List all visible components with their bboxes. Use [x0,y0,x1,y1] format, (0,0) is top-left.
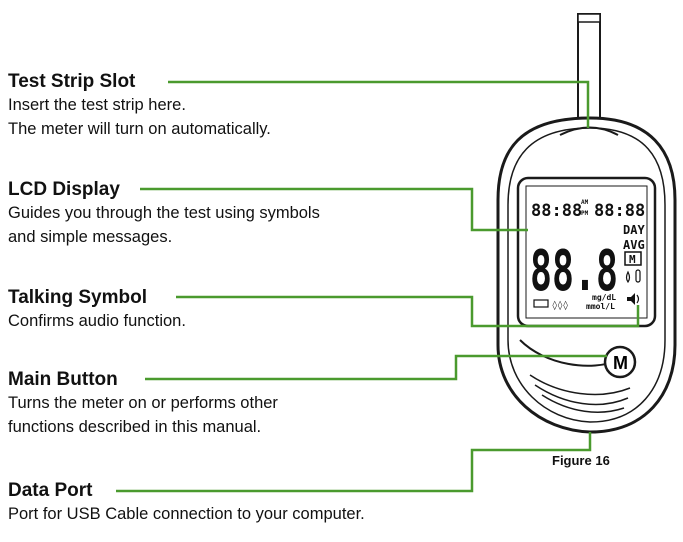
callout-desc-line: The meter will turn on automatically. [8,120,271,138]
callout-title: Main Button [8,369,118,390]
lcd-pm: PM [581,210,589,217]
speaker-icon [627,293,635,305]
lcd-am: AM [581,199,589,206]
lcd-main-digits: 88.8 [530,239,618,304]
lcd-time-left: 88:88 [531,201,582,221]
blood-drop-icon [625,270,631,284]
callout-desc-line: Guides you through the test using symbol… [8,204,320,222]
callout-talking-symbol: Talking Symbol Confirms audio function. [8,287,186,333]
callout-title: Test Strip Slot [8,71,136,92]
callout-main-button: Main Button Turns the meter on or perfor… [8,369,278,439]
main-button[interactable]: M [603,345,637,379]
callout-description: Port for USB Cable connection to your co… [8,502,365,526]
callout-desc-line: Port for USB Cable connection to your co… [8,505,365,523]
lcd-memory: M [629,253,636,266]
callout-title: LCD Display [8,179,120,200]
lcd-time-right: 88:88 [594,201,645,221]
lcd-units-mg: mg/dL [592,293,616,302]
callout-title: Data Port [8,480,93,501]
lcd-text: 88:88 AM PM 88:88 88.8 DAY AVG M ◊◊◊ mg/… [530,199,645,311]
callout-data-port: Data Port Port for USB Cable connection … [8,480,365,526]
callout-desc-line: Turns the meter on or performs other [8,394,278,412]
callout-desc-line: and simple messages. [8,228,173,246]
callout-title: Talking Symbol [8,287,148,308]
drops-icon: ◊◊◊ [552,300,568,311]
leader-lines [116,80,640,493]
callout-desc-line: functions described in this manual. [8,418,262,436]
lcd-avg: AVG [623,238,645,252]
callout-desc-line: Insert the test strip here. [8,96,186,114]
thermometer-icon [635,269,641,283]
callout-description: Turns the meter on or performs other fun… [8,391,278,439]
battery-icon [533,299,549,308]
callout-description: Confirms audio function. [8,309,186,333]
callout-lcd-display: LCD Display Guides you through the test … [8,179,320,249]
figure-label: Figure 16 [552,453,610,468]
callout-description: Insert the test strip here. The meter wi… [8,93,271,141]
lcd-day: DAY [623,223,645,237]
main-button-label: M [613,353,628,373]
callout-description: Guides you through the test using symbol… [8,201,320,249]
lcd-units-mmol: mmol/L [586,302,615,311]
callout-desc-line: Confirms audio function. [8,312,186,330]
callout-test-strip-slot: Test Strip Slot Insert the test strip he… [8,71,271,141]
